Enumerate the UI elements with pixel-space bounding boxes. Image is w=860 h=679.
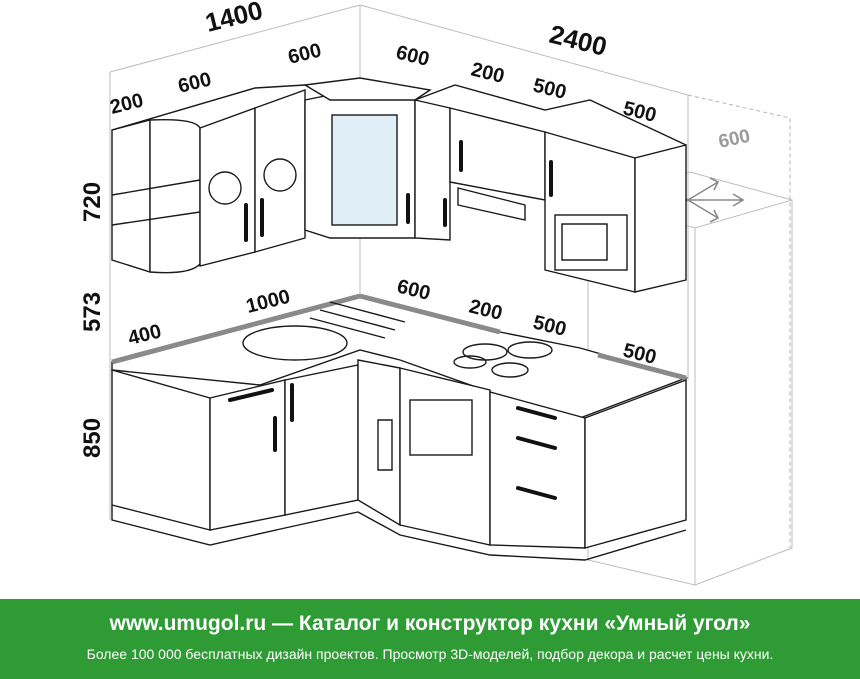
oven	[399, 367, 491, 546]
dim-counter-right-c: 500	[531, 312, 569, 341]
dim-counter-right-b: 200	[467, 296, 505, 325]
dim-base-height: 850	[79, 418, 106, 458]
upper-corner-glass-cabinet	[302, 77, 432, 239]
dim-gap-height: 573	[79, 292, 106, 332]
dim-upper-right-d: 500	[621, 98, 659, 127]
dim-upper-right-b: 200	[469, 59, 507, 88]
base-cabinets	[111, 359, 687, 561]
dim-counter-right-a: 600	[395, 276, 433, 305]
dim-fridge-depth: 600	[717, 126, 752, 153]
bottle-icon	[377, 419, 393, 471]
room-guide-lines	[109, 4, 689, 520]
range-hood	[457, 187, 526, 221]
microwave	[554, 214, 628, 271]
dim-upper-left-c: 600	[286, 39, 324, 68]
dim-upper-left-b: 600	[176, 68, 214, 97]
promo-banner: www.umugol.ru — Каталог и конструктор ку…	[0, 599, 860, 679]
banner-subtitle: Более 100 000 бесплатных дизайн проектов…	[86, 646, 774, 662]
dim-upper-right-a: 600	[394, 42, 432, 71]
cutlery-icon	[263, 158, 297, 192]
hob	[453, 341, 553, 378]
upper-cabinets-left	[111, 84, 306, 274]
cutlery-icon	[208, 171, 242, 205]
dim-counter-left-a: 400	[126, 320, 164, 349]
dim-upper-right-c: 500	[531, 75, 569, 104]
sink	[242, 325, 348, 361]
dim-right-total: 2400	[547, 19, 610, 62]
dim-counter-left-b: 1000	[244, 286, 293, 318]
kitchen-drawing: 1400 2400 200 600 600 600 200 500 500 60…	[79, 0, 793, 586]
dim-upper-height: 720	[79, 182, 106, 222]
banner-title[interactable]: www.umugol.ru — Каталог и конструктор ку…	[109, 612, 751, 635]
countertop	[111, 293, 689, 419]
glass-door	[331, 114, 398, 226]
dim-left-total: 1400	[202, 0, 265, 38]
upper-cabinets-right	[414, 84, 687, 293]
dim-upper-left-a: 200	[108, 89, 146, 118]
